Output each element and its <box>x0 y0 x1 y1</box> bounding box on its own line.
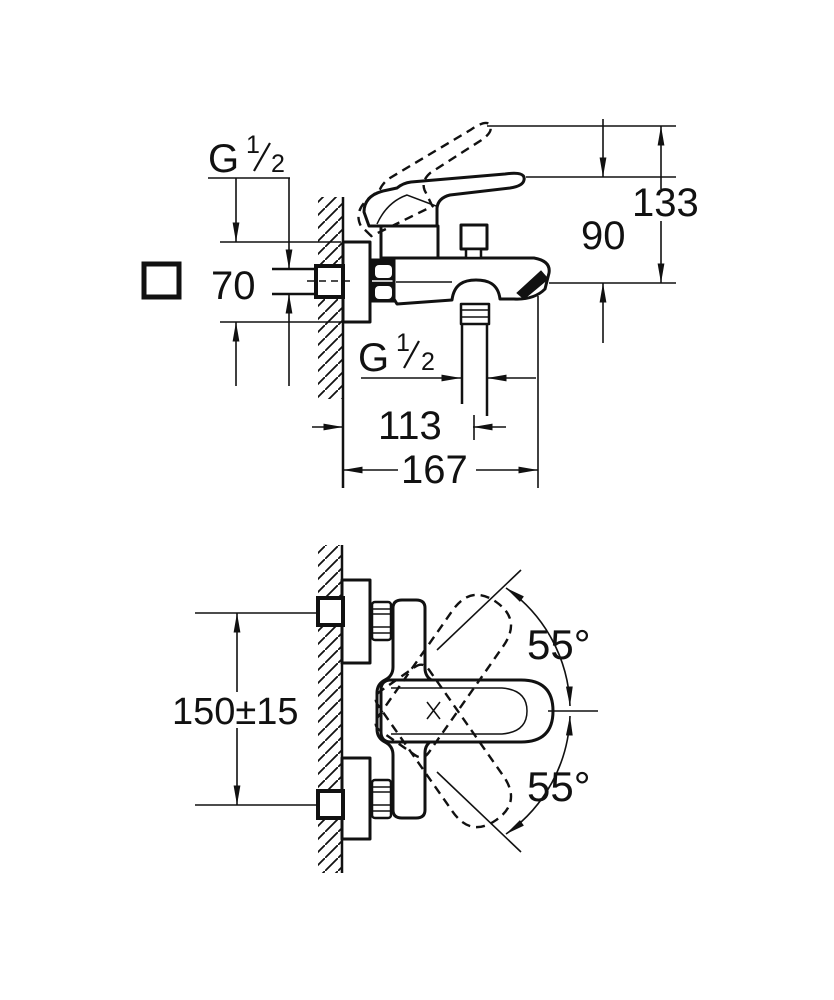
inlet-union-square-bottom <box>316 789 345 820</box>
label-depth-113: 113 <box>378 404 442 448</box>
label-height-90: 90 <box>581 214 626 258</box>
label-swing-angle-down: 55° <box>527 763 591 810</box>
label-hose-thread-den: 2 <box>421 348 435 376</box>
mounting-flange-top <box>340 578 372 665</box>
label-wall-thread: G <box>208 137 239 181</box>
mounting-flange-bottom <box>340 756 372 841</box>
label-hose-thread: G <box>358 336 389 380</box>
union-nut-facet <box>375 265 392 278</box>
square-symbol <box>141 261 182 300</box>
label-hose-thread-num: 1 <box>396 329 410 357</box>
inlet-union-square-top <box>316 596 345 627</box>
diverter-stem <box>464 247 483 260</box>
fraction-slash <box>253 142 271 172</box>
label-wall-thread-den: 2 <box>271 150 285 178</box>
cartridge-housing <box>379 224 440 260</box>
label-hole-distance: 150±15 <box>172 691 299 733</box>
label-depth-167: 167 <box>401 448 468 492</box>
plan-view-drawing: 150±15 55° 55° <box>172 545 598 873</box>
side-view-drawing: G 1 2 70 90 133 G 1 2 113 167 <box>141 119 699 492</box>
diverter-knob <box>459 223 489 251</box>
label-swing-angle-up: 55° <box>527 621 591 668</box>
angle-axis-lower <box>436 771 522 853</box>
wall-hatch <box>318 545 342 873</box>
lever-handle <box>362 171 526 228</box>
angle-arc-lower <box>505 715 573 835</box>
label-height-133: 133 <box>632 181 699 225</box>
union-nut-facet <box>375 286 392 299</box>
label-wall-thread-num: 1 <box>246 131 260 159</box>
pivot-cross <box>426 701 441 720</box>
union-nut-bottom <box>370 778 393 820</box>
angle-arc-upper <box>505 587 573 707</box>
angle-axis-upper <box>436 569 522 651</box>
union-nut-top <box>370 600 393 642</box>
wall-escutcheon <box>341 240 372 324</box>
faucet-body <box>392 256 551 306</box>
hose-connector <box>459 302 491 326</box>
lever-detail-line <box>376 194 437 225</box>
spout-aerator-wedge <box>516 270 549 300</box>
fraction-slash <box>403 340 420 369</box>
label-escutcheon-width: 70 <box>211 264 256 308</box>
